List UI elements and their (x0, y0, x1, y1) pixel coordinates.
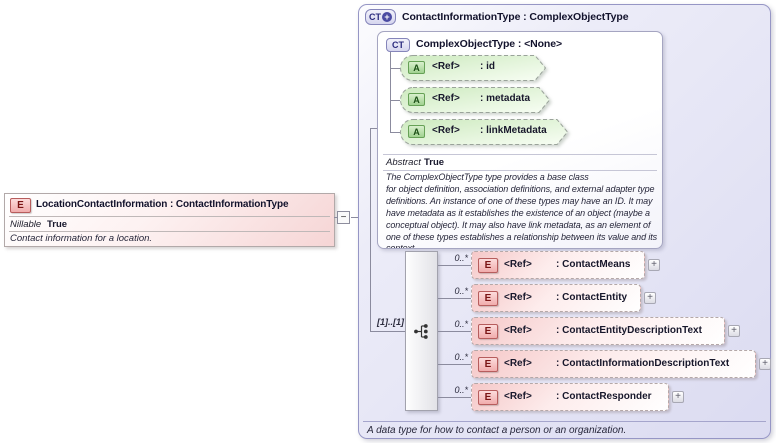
attribute-icon: A (408, 125, 425, 138)
abstract-label: Abstract (386, 157, 421, 168)
plus-icon: + (651, 259, 657, 270)
connector-line (390, 100, 400, 101)
abstract-value: True (424, 157, 445, 168)
attribute-name: : metadata (480, 93, 531, 104)
expand-toggle[interactable]: + (728, 325, 740, 337)
element-icon: E (478, 258, 498, 273)
attribute-ref-metadata[interactable]: A <Ref> : metadata (400, 87, 550, 113)
minus-icon: − (340, 212, 347, 223)
expand-toggle[interactable]: + (648, 259, 660, 271)
element-ref-label: <Ref> (504, 358, 532, 369)
nillable-label: Nillable (10, 219, 42, 230)
connector-line (334, 217, 337, 218)
element-ref-contactinformationdescriptiontext[interactable]: E <Ref> : ContactInformationDescriptionT… (471, 350, 756, 378)
plus-icon: + (647, 292, 653, 303)
complextype-title: ContactInformationType : ComplexObjectTy… (402, 11, 629, 23)
element-ref-label: <Ref> (504, 325, 532, 336)
element-ref-contactentity[interactable]: E <Ref> : ContactEntity (471, 284, 641, 312)
element-name: : ContactMeans (556, 259, 631, 270)
element-icon: E (478, 324, 498, 339)
element-icon: E (10, 198, 31, 213)
element-ref-label: <Ref> (504, 391, 532, 402)
element-name: : ContactEntity (556, 292, 628, 303)
connector-line (438, 331, 471, 332)
divider (363, 421, 766, 422)
divider (9, 216, 330, 217)
expand-toggle[interactable]: + (672, 391, 684, 403)
divider (383, 170, 657, 171)
element-ref-label: <Ref> (504, 259, 532, 270)
element-name: : ContactResponder (556, 391, 652, 402)
attribute-icon: A (408, 61, 425, 74)
attribute-shape (400, 119, 568, 145)
element-ref-contactentitydescriptiontext[interactable]: E <Ref> : ContactEntityDescriptionText (471, 317, 725, 345)
connector-line (370, 331, 405, 332)
attribute-ref-id[interactable]: A <Ref> : id (400, 55, 546, 81)
basetype-title: ComplexObjectType : <None> (416, 38, 562, 50)
connector-line (438, 298, 471, 299)
occurs-label: 0..* (454, 319, 468, 329)
connector-line (390, 52, 391, 132)
expand-toggle[interactable]: + (644, 292, 656, 304)
connector-line (438, 364, 471, 365)
occurs-label: 0..* (454, 253, 468, 263)
element-name: : ContactEntityDescriptionText (556, 325, 702, 336)
attribute-icon: A (408, 93, 425, 106)
connector-line (370, 128, 377, 129)
occurs-label: 0..* (454, 286, 468, 296)
plus-icon: + (731, 325, 737, 336)
attribute-ref-linkmetadata[interactable]: A <Ref> : linkMetadata (400, 119, 568, 145)
attribute-name: : id (480, 61, 495, 72)
sequence-icon (414, 324, 428, 339)
complextype-plus-icon: CT+ (365, 9, 396, 25)
divider (383, 154, 657, 155)
complextype-icon: CT (386, 38, 410, 52)
connector-line (390, 68, 400, 69)
attribute-ref-label: <Ref> (432, 61, 460, 72)
attribute-shape (400, 55, 546, 81)
connector-line (438, 397, 471, 398)
complextype-node-contactinformationtype[interactable]: CT+ ContactInformationType : ComplexObje… (358, 4, 771, 439)
connector-line (390, 132, 400, 133)
collapse-toggle[interactable]: − (337, 211, 350, 224)
divider (9, 231, 330, 232)
attribute-name: : linkMetadata (480, 125, 547, 136)
element-icon: E (478, 357, 498, 372)
element-icon: E (478, 291, 498, 306)
connector-line (438, 265, 471, 266)
attribute-ref-label: <Ref> (432, 125, 460, 136)
element-node-locationcontactinformation[interactable]: E LocationContactInformation : ContactIn… (4, 193, 335, 247)
element-ref-contactresponder[interactable]: E <Ref> : ContactResponder (471, 383, 669, 411)
basetype-description: The ComplexObjectType type provides a ba… (386, 172, 658, 249)
plus-icon: + (762, 358, 768, 369)
expand-toggle[interactable]: + (759, 358, 771, 370)
attribute-shape (400, 87, 550, 113)
attribute-ref-label: <Ref> (432, 93, 460, 104)
element-icon: E (478, 390, 498, 405)
expand-circle-icon: + (382, 12, 392, 22)
element-node-title: LocationContactInformation : ContactInfo… (36, 199, 289, 210)
element-ref-label: <Ref> (504, 292, 532, 303)
connector-line (370, 128, 371, 332)
element-annotation: Contact information for a location. (10, 233, 153, 244)
nillable-value: True (47, 219, 68, 230)
occurs-label: 0..* (454, 385, 468, 395)
connector-line (351, 217, 358, 218)
element-name: : ContactInformationDescriptionText (556, 358, 730, 369)
sequence-cardinality: [1]..[1] (377, 317, 404, 327)
basetype-node-complexobjecttype[interactable]: CT ComplexObjectType : <None> A <Ref> : … (377, 31, 663, 249)
plus-icon: + (675, 391, 681, 402)
element-ref-contactmeans[interactable]: E <Ref> : ContactMeans (471, 251, 645, 279)
complextype-annotation: A data type for how to contact a person … (367, 425, 627, 436)
occurs-label: 0..* (454, 352, 468, 362)
